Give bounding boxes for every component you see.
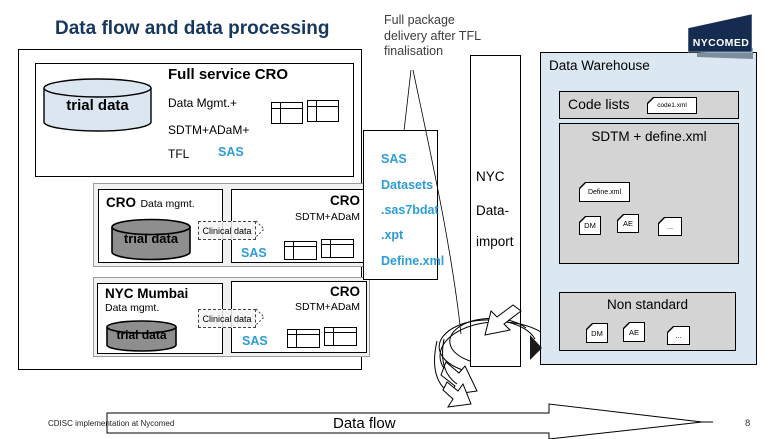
sdtm-title: SDTM + define.xml [591,129,707,144]
arrow-label: Clinical data [202,313,252,324]
package-line: .xpt [381,228,404,242]
logo-flag-icon [687,13,753,59]
right-block-arrow-icon [106,403,703,439]
embedded-slide-nyc-mumbai: NYC Mumbai Data mgmt. trial data Clinica… [93,277,370,357]
nyc-mumbai-datamgmt-box: NYC Mumbai Data mgmt. trial data [97,283,223,354]
nyc-line: NYC [476,169,505,184]
full-service-cro-title: Full service CRO [168,66,289,83]
nycomed-logo: NYCOMED [686,11,758,63]
cro-task-line1: Data Mgmt.+ [168,96,238,110]
footer-note: CDISC implementation at Nycomed [48,419,175,428]
file-icon: AE [617,214,639,233]
database-cylinder-icon [43,78,152,132]
trial-data-cylinder: trial data [110,218,192,262]
nyc-line: import [476,234,514,249]
org-name: NYC Mumbai [105,286,189,301]
file-icon: ... [667,326,690,345]
sas-label: SAS [218,145,244,159]
dashed-chevron-icon [255,308,265,326]
non-standard-title: Non standard [606,297,689,312]
data-table-icon [284,241,317,260]
org-name: CRO [106,195,136,210]
data-table-icon [324,327,357,346]
non-standard-box: Non standard DM AE ... [559,292,736,351]
file-icon: Define.xml [579,182,630,202]
arrow-label: Clinical data [202,225,252,236]
file-icon: DM [579,216,601,235]
target-detail: SDTM+ADaM [294,211,360,223]
package-line: SAS [381,152,407,166]
file-icon: AE [623,322,645,342]
cylinder-label: trial data [116,328,167,342]
data-table-icon [321,239,354,258]
logo-text: NYCOMED [692,37,750,49]
package-line: Datasets [381,178,434,192]
clinical-data-arrow: Clinical data [198,309,256,328]
callout-line [403,69,412,132]
database-cylinder-icon [111,218,191,261]
target-org: CRO [330,193,360,208]
target-detail: SDTM+ADaM [294,301,360,313]
data-table-icon [287,329,320,348]
file-label: AE [622,219,633,228]
page-number: 8 [745,418,751,429]
trial-data-cylinder: trial data [105,320,178,353]
data-flow-label: Data flow [333,415,396,432]
file-icon: ... [658,217,682,236]
cro-task-line2: SDTM+ADaM+ [168,123,250,137]
trial-data-cylinder: trial data [42,77,153,135]
nyc-line: Data- [476,203,510,218]
file-icon: code1.xml [647,97,697,114]
sas-package-panel: SAS Datasets .sas7bdat .xpt Define.xml [363,130,444,280]
warehouse-title: Data Warehouse [549,58,650,73]
file-icon: DM [586,323,608,343]
file-label: ... [666,222,674,231]
nyc-data-import-box: NYC Data- import [470,55,521,367]
annotation-full-package: Full package delivery after TFL finalisa… [384,13,481,58]
target-org: CRO [330,284,360,299]
curved-arrow-icon [434,340,452,395]
file-label: AE [628,327,639,337]
package-line: Define.xml [381,254,445,268]
code-lists-label: Code lists [568,96,630,112]
database-cylinder-icon [106,320,177,352]
dashed-chevron-icon [255,220,265,238]
data-table-icon [271,102,303,124]
cylinder-label: trial data [66,97,129,114]
org-detail: Data mgmt. [140,198,195,210]
data-table-icon [307,100,339,122]
sdtm-define-box: SDTM + define.xml Define.xml DM AE ... [559,123,739,264]
file-label: DM [591,328,603,338]
package-line: .sas7bdat [381,203,439,217]
sas-label: SAS [241,246,267,260]
clinical-data-arrow: Clinical data [198,221,256,240]
code-lists-bar: Code lists code1.xml [559,91,739,119]
curved-arrow-icon [442,338,458,385]
file-label: DM [584,221,596,230]
embedded-slide-cro: CRO Data mgmt. trial data Clinical data … [93,183,370,267]
file-label: ... [675,331,682,340]
data-warehouse-panel: Data Warehouse Code lists code1.xml SDTM… [540,52,757,365]
cro-task-line3: TFL [168,147,190,161]
cycle-arrowhead-icon [442,381,472,408]
sas-label: SAS [242,334,268,348]
file-label: code1.xml [657,102,687,109]
cylinder-label: trial data [123,231,179,246]
file-label: Define.xml [587,188,622,196]
org-detail: Data mgmt. [105,302,160,314]
page-title: Data flow and data processing [55,18,330,39]
